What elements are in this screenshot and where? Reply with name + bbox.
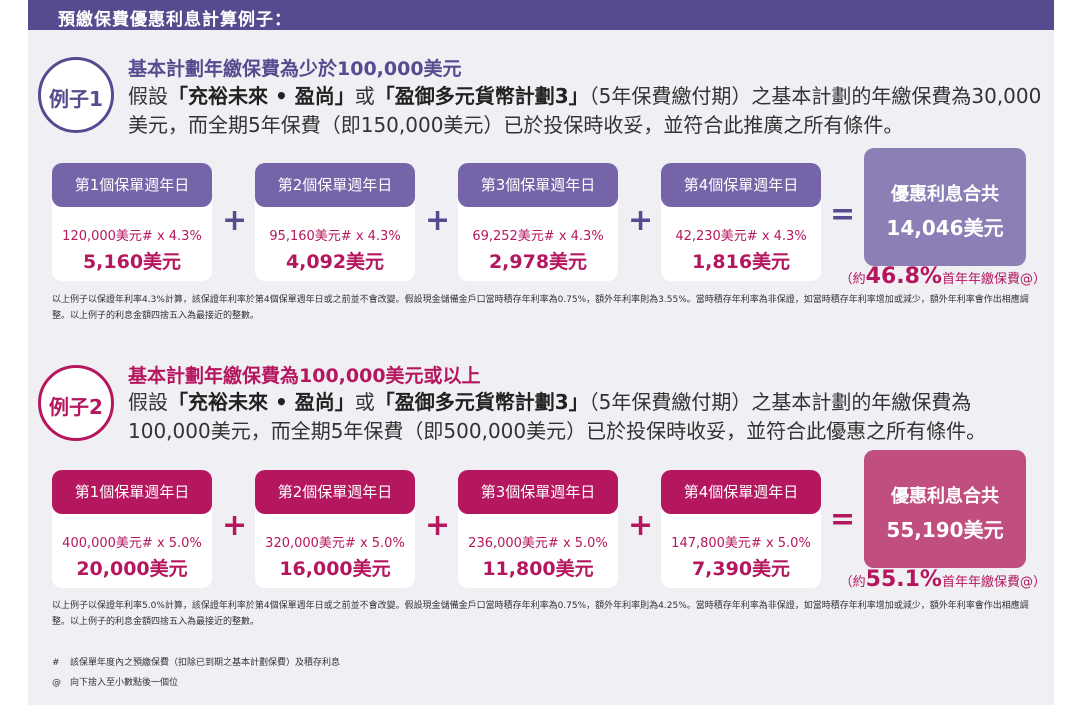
step-formula: 120,000美元# x 4.3%	[62, 229, 202, 244]
example-1-badge: 例子1	[38, 57, 114, 133]
step-formula: 95,160美元# x 4.3%	[269, 229, 401, 244]
step-label: 第3個保單週年日	[458, 470, 618, 514]
step-label: 第2個保單週年日	[255, 163, 415, 207]
step-formula: 69,252美元# x 4.3%	[472, 229, 604, 244]
step-label: 第1個保單週年日	[52, 470, 212, 514]
example-1-percentage-note: （約46.8%首年年繳保費@）	[839, 264, 1046, 289]
equals-icon: =	[830, 197, 856, 232]
example-2-percentage-note: （約55.1%首年年繳保費@）	[839, 567, 1046, 592]
example-1-title: 基本計劃年繳保費為少於100,000美元	[128, 58, 462, 80]
step-label: 第3個保單週年日	[458, 163, 618, 207]
plus-icon: +	[628, 203, 654, 238]
page-title: 預繳保費優惠利息計算例子：	[58, 10, 292, 30]
example-2-step-3-card: 第3個保單週年日 236,000美元# x 5.0% 11,800美元	[458, 470, 618, 588]
example-1-step-1-card: 第1個保單週年日 120,000美元# x 4.3% 5,160美元	[52, 163, 212, 281]
plus-icon: +	[222, 508, 248, 543]
step-result: 11,800美元	[482, 558, 594, 580]
step-formula: 400,000美元# x 5.0%	[62, 536, 202, 551]
step-label: 第4個保單週年日	[661, 470, 821, 514]
step-label: 第1個保單週年日	[52, 163, 212, 207]
example-2-description: 假設「充裕未來 • 盈尚」或「盈御多元貨幣計劃3」（5年保費繳付期）之基本計劃的…	[128, 390, 987, 443]
example-2-footnote-text: 以上例子以保證年利率5.0%計算，該保證年利率於第4個保單週年日或之前並不會改變…	[52, 601, 1029, 627]
step-result: 1,816美元	[691, 251, 791, 273]
example-1-footnote-text: 以上例子以保證年利率4.3%計算，該保證年利率於第4個保單週年日或之前並不會改變…	[52, 295, 1029, 321]
step-result: 20,000美元	[76, 558, 188, 580]
example-2-badge: 例子2	[38, 365, 114, 441]
plus-icon: +	[425, 508, 451, 543]
example-1-description: 假設「充裕未來 • 盈尚」或「盈御多元貨幣計劃3」（5年保費繳付期）之基本計劃的…	[128, 84, 1042, 137]
example-1-step-3-card: 第3個保單週年日 69,252美元# x 4.3% 2,978美元	[458, 163, 618, 281]
example-1-step-2-card: 第2個保單週年日 95,160美元# x 4.3% 4,092美元	[255, 163, 415, 281]
plus-icon: +	[425, 203, 451, 238]
step-label: 第2個保單週年日	[255, 470, 415, 514]
step-result: 2,978美元	[488, 251, 588, 273]
total-label: 優惠利息合共	[891, 486, 999, 507]
footnote-at: @向下捨入至小數點後一個位	[52, 678, 179, 688]
example-2-title: 基本計劃年繳保費為100,000美元或以上	[128, 365, 481, 387]
step-result: 16,000美元	[279, 558, 391, 580]
step-result: 5,160美元	[82, 251, 182, 273]
step-label: 第4個保單週年日	[661, 163, 821, 207]
example-2-total-box: 優惠利息合共 55,190美元	[864, 450, 1026, 568]
plus-icon: +	[222, 203, 248, 238]
footnote-hash: #該保單年度內之預繳保費（扣除已到期之基本計劃保費）及積存利息	[52, 658, 341, 668]
step-formula: 42,230美元# x 4.3%	[675, 229, 807, 244]
step-formula: 147,800美元# x 5.0%	[671, 536, 811, 551]
header-bar: 預繳保費優惠利息計算例子：	[28, 0, 1054, 30]
step-formula: 320,000美元# x 5.0%	[265, 536, 405, 551]
example-2-step-1-card: 第1個保單週年日 400,000美元# x 5.0% 20,000美元	[52, 470, 212, 588]
total-value: 55,190美元	[886, 518, 1004, 542]
example-2-step-4-card: 第4個保單週年日 147,800美元# x 5.0% 7,390美元	[661, 470, 821, 588]
example-1-step-4-card: 第4個保單週年日 42,230美元# x 4.3% 1,816美元	[661, 163, 821, 281]
step-formula: 236,000美元# x 5.0%	[468, 536, 608, 551]
example-2-step-2-card: 第2個保單週年日 320,000美元# x 5.0% 16,000美元	[255, 470, 415, 588]
plus-icon: +	[628, 508, 654, 543]
step-result: 7,390美元	[691, 558, 791, 580]
example-1-total-box: 優惠利息合共 14,046美元	[864, 148, 1026, 266]
total-label: 優惠利息合共	[891, 184, 999, 205]
equals-icon: =	[830, 502, 856, 537]
total-value: 14,046美元	[886, 216, 1004, 240]
step-result: 4,092美元	[285, 251, 385, 273]
